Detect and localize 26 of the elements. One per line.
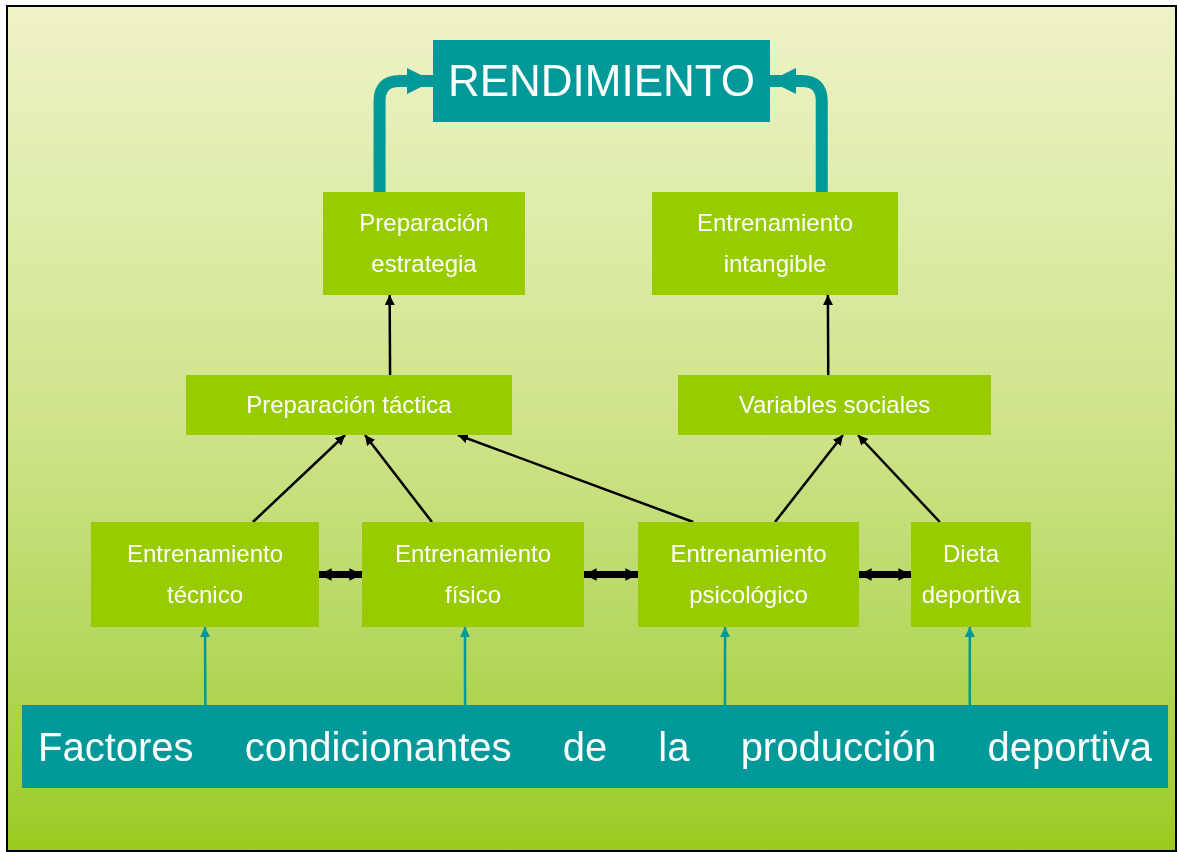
process-box: Entrenamiento físico (362, 522, 584, 627)
arrow (720, 627, 731, 705)
arrow (363, 434, 433, 523)
arrow (774, 434, 844, 523)
process-box: Entrenamiento intangible (652, 192, 898, 295)
arrow (319, 568, 362, 581)
arrow (770, 67, 828, 192)
process-box: Preparación táctica (186, 375, 512, 435)
arrow (457, 433, 694, 524)
arrow (252, 434, 346, 523)
title-box: RENDIMIENTO (433, 40, 770, 122)
process-box: Entrenamiento técnico (91, 522, 319, 627)
process-box: Variables sociales (678, 375, 991, 435)
arrow (859, 568, 911, 581)
process-box: Preparación estrategia (323, 192, 525, 295)
arrow (384, 295, 395, 375)
process-box: Entrenamiento psicológico (638, 522, 859, 627)
arrow (373, 67, 433, 192)
arrow (460, 627, 470, 705)
arrow (584, 568, 638, 581)
arrow (822, 295, 833, 375)
process-box: Dieta deportiva (911, 522, 1031, 627)
arrow (964, 627, 975, 705)
banner-box: Factores condicionantes de la producción deportiva (22, 705, 1168, 788)
arrow (857, 434, 941, 523)
arrow (200, 627, 211, 705)
